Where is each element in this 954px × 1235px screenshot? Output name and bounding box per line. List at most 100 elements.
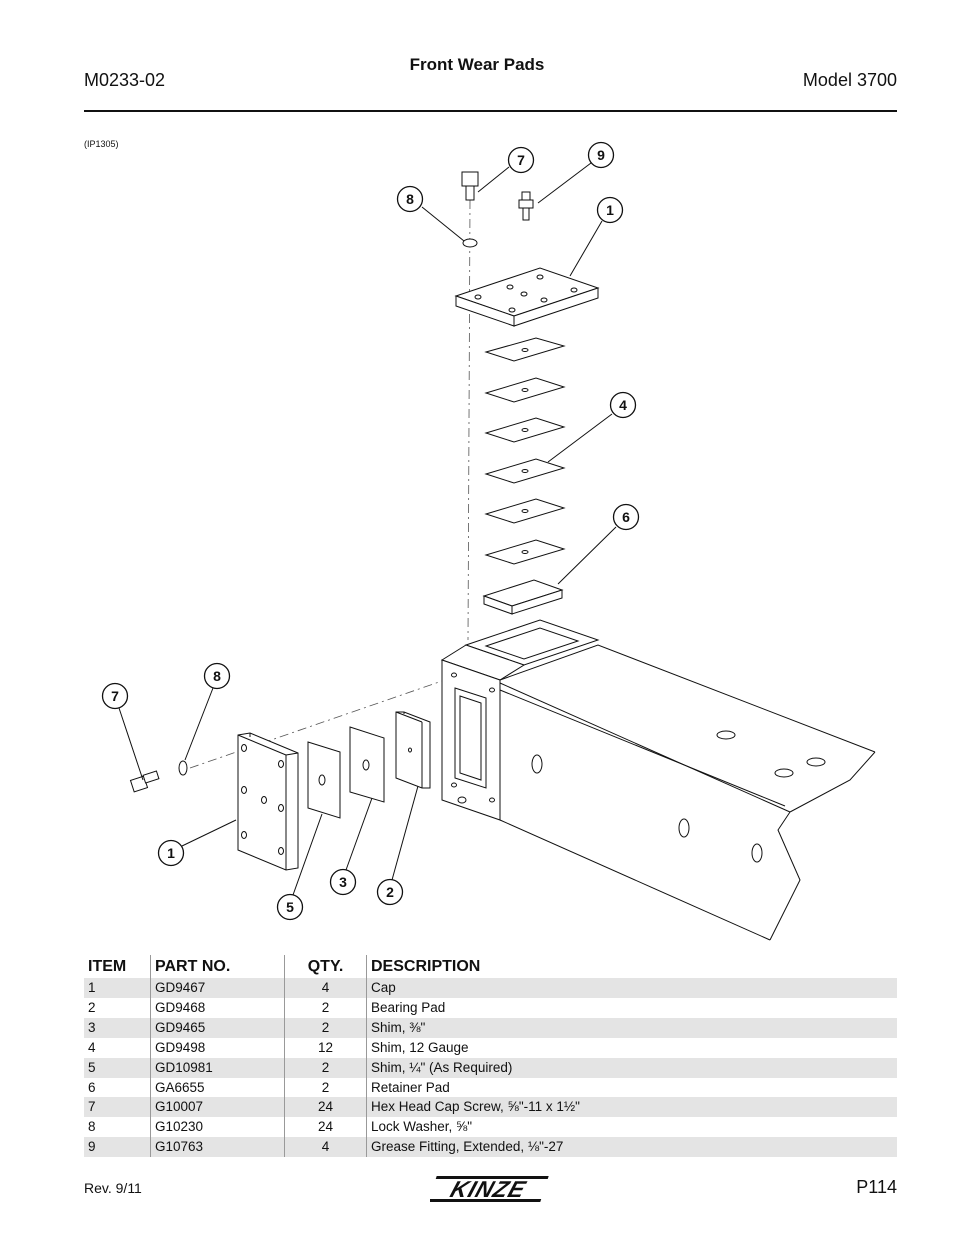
cell-part-no: GD10981	[150, 1057, 285, 1078]
revision-label: Rev. 9/11	[84, 1180, 142, 1196]
cell-part-no: GA6655	[150, 1077, 285, 1098]
header-qty: QTY.	[284, 955, 367, 978]
cell-part-no: GD9467	[150, 978, 285, 998]
table-row: 3 GD9465 2 Shim, ⅜"	[84, 1017, 897, 1038]
cell-item: 9	[84, 1137, 151, 1158]
header-item: ITEM	[88, 958, 127, 975]
cell-part-no: G10007	[150, 1097, 285, 1118]
callout-shim-three-eighths: 3	[329, 868, 357, 896]
svg-text:1: 1	[606, 202, 614, 218]
table-row: 6 GA6655 2 Retainer Pad	[84, 1077, 897, 1098]
cell-part-no: GD9468	[150, 997, 285, 1018]
figure-id: (IP1305)	[84, 139, 119, 149]
top-lock-washer	[462, 238, 478, 248]
grease-fitting	[518, 191, 534, 221]
svg-text:5: 5	[286, 899, 294, 915]
cell-item: 2	[88, 999, 96, 1015]
callout-top-washer: 8	[396, 185, 424, 213]
cell-description: Shim, 12 Gauge	[366, 1037, 897, 1058]
side-cap	[237, 732, 299, 871]
svg-text:KINZE: KINZE	[447, 1177, 529, 1202]
callout-side-cap: 1	[157, 839, 185, 867]
assembly-axis-vertical	[467, 199, 471, 641]
cell-item: 3	[84, 1017, 151, 1038]
table-row: 5 GD10981 2 Shim, ¼" (As Required)	[84, 1057, 897, 1078]
model-label: Model 3700	[802, 70, 897, 90]
header-part-no: PART NO.	[150, 955, 285, 978]
callout-top-cap: 1	[596, 196, 624, 224]
cell-qty: 2	[284, 1017, 367, 1038]
top-cap-screw	[461, 171, 479, 201]
side-lock-washer	[178, 760, 188, 776]
cell-item: 8	[88, 1119, 96, 1135]
cell-qty: 12	[284, 1037, 367, 1058]
cell-part-no: GD9465	[150, 1017, 285, 1038]
page-title: Front Wear Pads	[409, 55, 545, 74]
cell-description: Shim, ⅜"	[366, 1017, 897, 1038]
callout-bearing-pad: 2	[376, 878, 404, 906]
header-description: DESCRIPTION	[366, 955, 897, 978]
cell-item: 4	[88, 1039, 96, 1055]
assembly-axis-horizontal	[189, 679, 446, 769]
callout-grease-fitting: 9	[587, 141, 615, 169]
top-cap	[454, 267, 600, 327]
side-shim-three-eighths	[349, 726, 385, 803]
parts-table: ITEM PART NO. QTY. DESCRIPTION 1 GD9467 …	[84, 955, 897, 1158]
cell-description: Cap	[366, 978, 897, 998]
leader-lines	[118, 162, 617, 896]
table-row: 1 GD9467 4 Cap	[84, 978, 897, 998]
callout-shim-quarter: 5	[276, 893, 304, 921]
table-row: 9 G10763 4 Grease Fitting, Extended, ⅛"-…	[84, 1137, 897, 1158]
cell-description: Shim, ¼" (As Required)	[366, 1057, 897, 1078]
side-shim-quarter	[307, 741, 341, 819]
kinze-logo: KINZE	[430, 1176, 549, 1202]
cell-description: Hex Head Cap Screw, ⅝"-11 x 1½"	[366, 1097, 897, 1118]
frame-tube	[440, 619, 876, 941]
document-id: M0233-02	[84, 70, 166, 90]
svg-text:8: 8	[213, 668, 221, 684]
cell-qty: 2	[284, 997, 367, 1018]
cell-qty: 4	[284, 978, 367, 998]
cell-qty: 2	[284, 1057, 367, 1078]
cell-item: 6	[88, 1079, 96, 1095]
header-rule	[84, 110, 897, 112]
svg-text:7: 7	[111, 688, 119, 704]
table-header-row: ITEM PART NO. QTY. DESCRIPTION	[84, 955, 897, 978]
svg-text:6: 6	[622, 509, 630, 525]
cell-item: 7	[84, 1097, 151, 1118]
side-cap-screw	[129, 770, 160, 793]
shim-stack	[484, 337, 566, 565]
svg-text:7: 7	[517, 152, 525, 168]
svg-text:2: 2	[386, 884, 394, 900]
svg-text:8: 8	[406, 191, 414, 207]
cell-qty: 24	[284, 1117, 367, 1138]
callout-retainer-pad: 6	[612, 503, 640, 531]
svg-text:4: 4	[619, 397, 627, 413]
exploded-parts-diagram: 7 9 8 1 4 6 8 7 1 5 3 2	[101, 141, 876, 941]
table-row: 8 G10230 24 Lock Washer, ⅝"	[84, 1117, 897, 1138]
cell-description: Grease Fitting, Extended, ⅛"-27	[366, 1137, 897, 1158]
cell-part-no: G10230	[150, 1117, 285, 1138]
callout-side-washer: 8	[203, 662, 231, 690]
callout-side-screw: 7	[101, 682, 129, 710]
svg-text:3: 3	[339, 874, 347, 890]
bearing-pad	[395, 711, 431, 789]
cell-item: 5	[84, 1057, 151, 1078]
cell-qty: 4	[284, 1137, 367, 1158]
callout-shim: 4	[609, 391, 637, 419]
callout-top-screw: 7	[507, 146, 535, 174]
cell-qty: 24	[284, 1097, 367, 1118]
page-number: P114	[856, 1177, 897, 1197]
table-row: 2 GD9468 2 Bearing Pad	[84, 997, 897, 1018]
svg-text:1: 1	[167, 845, 175, 861]
svg-text:9: 9	[597, 147, 605, 163]
cell-part-no: GD9498	[150, 1037, 285, 1058]
cell-description: Bearing Pad	[366, 997, 897, 1018]
table-row: 7 G10007 24 Hex Head Cap Screw, ⅝"-11 x …	[84, 1097, 897, 1118]
retainer-pad	[482, 579, 564, 615]
table-row: 4 GD9498 12 Shim, 12 Gauge	[84, 1037, 897, 1058]
cell-description: Retainer Pad	[366, 1077, 897, 1098]
cell-qty: 2	[284, 1077, 367, 1098]
cell-item: 1	[84, 978, 151, 998]
cell-part-no: G10763	[150, 1137, 285, 1158]
